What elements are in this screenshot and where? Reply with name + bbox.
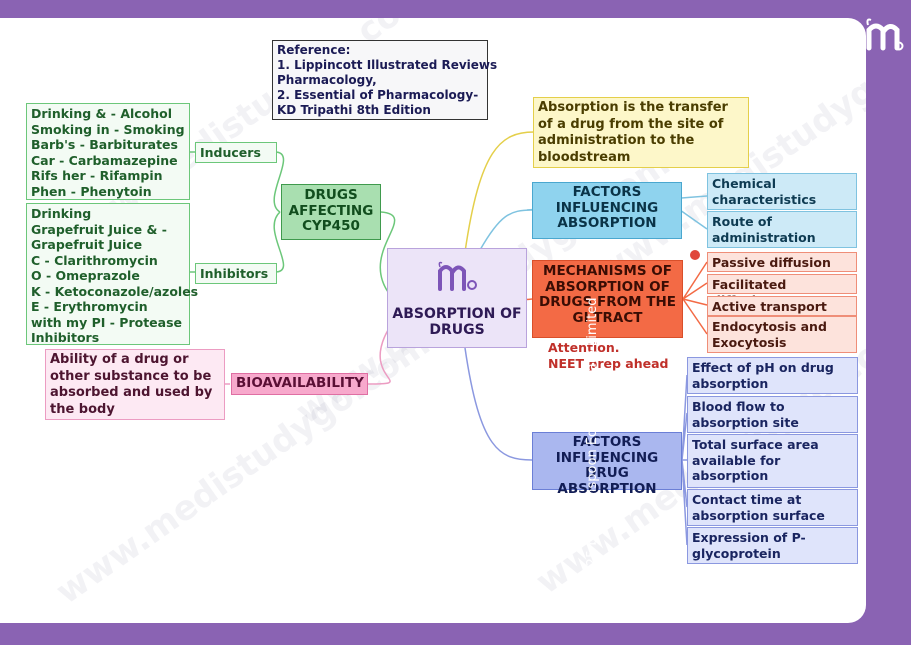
drug-factor-contact-time: Contact time at absorption surface — [687, 489, 858, 526]
inhibitor-item: Grapefruit Juice — [31, 237, 143, 252]
drug-factor-surface-area: Total surface area available for absorpt… — [687, 434, 858, 488]
drug-factor-item: Contact time at absorption surface — [692, 492, 825, 523]
reference-line: Pharmacology, — [277, 73, 377, 87]
inhibitors-label: Inhibitors — [200, 266, 269, 281]
mechanism-item: Active transport — [712, 299, 827, 314]
drug-factor-item: Blood flow to absorption site — [692, 399, 799, 430]
reference-line: KD Tripathi 8th Edition — [277, 103, 431, 117]
inducer-item: Drinking & - Alcohol — [31, 106, 173, 121]
drug-factor-blood-flow: Blood flow to absorption site — [687, 396, 858, 433]
inhibitor-item: O - Omeprazole — [31, 268, 140, 283]
inducer-item: Barb's - Barbiturates — [31, 137, 178, 152]
inhibitor-item: Inhibitors — [31, 330, 100, 345]
brand-logo-icon — [866, 18, 904, 51]
reference-line: 1. Lippincott Illustrated Reviews — [277, 58, 498, 72]
bioavailability-definition: Ability of a drug or other substance to … — [45, 349, 225, 420]
factors-drug-absorption-node: FACTORS INFLUENCING DRUG ABSORPTION — [532, 432, 682, 496]
reference-line: Reference: — [277, 43, 351, 57]
bioavailability-definition-text: Ability of a drug or other substance to … — [50, 352, 213, 417]
drug-factor-item: Expression of P-glycoprotein — [692, 530, 806, 561]
mechanism-passive: Passive diffusion — [707, 252, 857, 272]
inhibitor-item: with my PI - Protease — [31, 314, 183, 330]
factor-item: Route of administration — [712, 214, 816, 245]
bioavailability-node: BIOAVAILABILITY — [231, 373, 368, 395]
drug-factor-item: Total surface area available for absorpt… — [692, 437, 819, 483]
inducer-item: Rifs her - Rifampin — [31, 168, 163, 183]
absorption-definition: Absorption is the transfer of a drug fro… — [533, 97, 749, 168]
factor-chemical: Chemical characteristics — [707, 173, 857, 210]
inducers-list: Drinking & - Alcohol Smoking in - Smokin… — [26, 103, 190, 200]
cyp450-title: DRUGS AFFECTING CYP450 — [288, 187, 374, 234]
factors-drug-absorption-title: FACTORS INFLUENCING DRUG ABSORPTION — [555, 434, 659, 497]
inhibitor-item: Grapefruit Juice & - — [31, 221, 167, 237]
reference-line: 2. Essential of Pharmacology- — [277, 88, 479, 102]
mechanism-item: Endocytosis and Exocytosis — [712, 319, 827, 350]
cyp450-node: DRUGS AFFECTING CYP450 — [281, 184, 381, 240]
central-topic-title: ABSORPTION OF DRUGS — [392, 306, 522, 338]
pin-icon — [690, 250, 700, 260]
bioavailability-title: BIOAVAILABILITY — [236, 375, 364, 391]
factor-item: Chemical characteristics — [712, 176, 817, 207]
mechanism-endocytosis: Endocytosis and Exocytosis — [707, 316, 857, 353]
inhibitor-item: K - Ketoconazole/azoles — [31, 283, 199, 299]
drug-factor-item: Effect of pH on drug absorption — [692, 360, 834, 391]
medistudy-logo-icon — [438, 261, 477, 291]
inducers-label: Inducers — [200, 145, 261, 160]
mechanism-item: Passive diffusion — [712, 255, 831, 270]
inducers-node: Inducers — [195, 142, 277, 163]
mechanism-active: Active transport — [707, 296, 857, 316]
inhibitors-node: Inhibitors — [195, 263, 277, 284]
inducer-item: Car - Carbamazepine — [31, 152, 178, 168]
central-topic: ABSORPTION OF DRUGS — [387, 248, 527, 348]
mechanisms-node: MECHANISMS OF ABSORPTION OF DRUGS FROM T… — [532, 260, 683, 338]
mechanism-facilitated: Facilitated diffusion — [707, 274, 857, 308]
inhibitors-list: Drinking Grapefruit Juice & - Grapefruit… — [26, 203, 199, 345]
attention-line: NEET prep ahead — [548, 356, 669, 371]
drug-factor-ph: Effect of pH on drug absorption — [687, 357, 858, 394]
attention-line: Attention. — [548, 340, 620, 355]
drug-factor-p-glycoprotein: Expression of P-glycoprotein — [687, 527, 858, 564]
inducer-item: Phen - Phenytoin — [31, 183, 152, 199]
inhibitor-item: Drinking — [31, 206, 92, 221]
reference-box: Reference: 1. Lippincott Illustrated Rev… — [272, 40, 498, 120]
factors-absorption-node: FACTORS INFLUENCING ABSORPTION — [532, 182, 682, 239]
inhibitor-item: C - Clarithromycin — [31, 252, 158, 268]
factor-route: Route of administration — [707, 211, 857, 248]
factors-absorption-title: FACTORS INFLUENCING ABSORPTION — [555, 184, 659, 231]
inhibitor-item: E - Erythromycin — [31, 299, 148, 314]
inducer-item: Smoking in - Smoking — [31, 121, 185, 137]
copyright-text: © 2025 by Teachspoon EdTech Private Limi… — [584, 297, 600, 600]
attention-note: Attention. NEET prep ahead — [548, 340, 669, 372]
absorption-definition-text: Absorption is the transfer of a drug fro… — [538, 100, 728, 165]
mechanisms-title: MECHANISMS OF ABSORPTION OF DRUGS FROM T… — [538, 263, 677, 326]
